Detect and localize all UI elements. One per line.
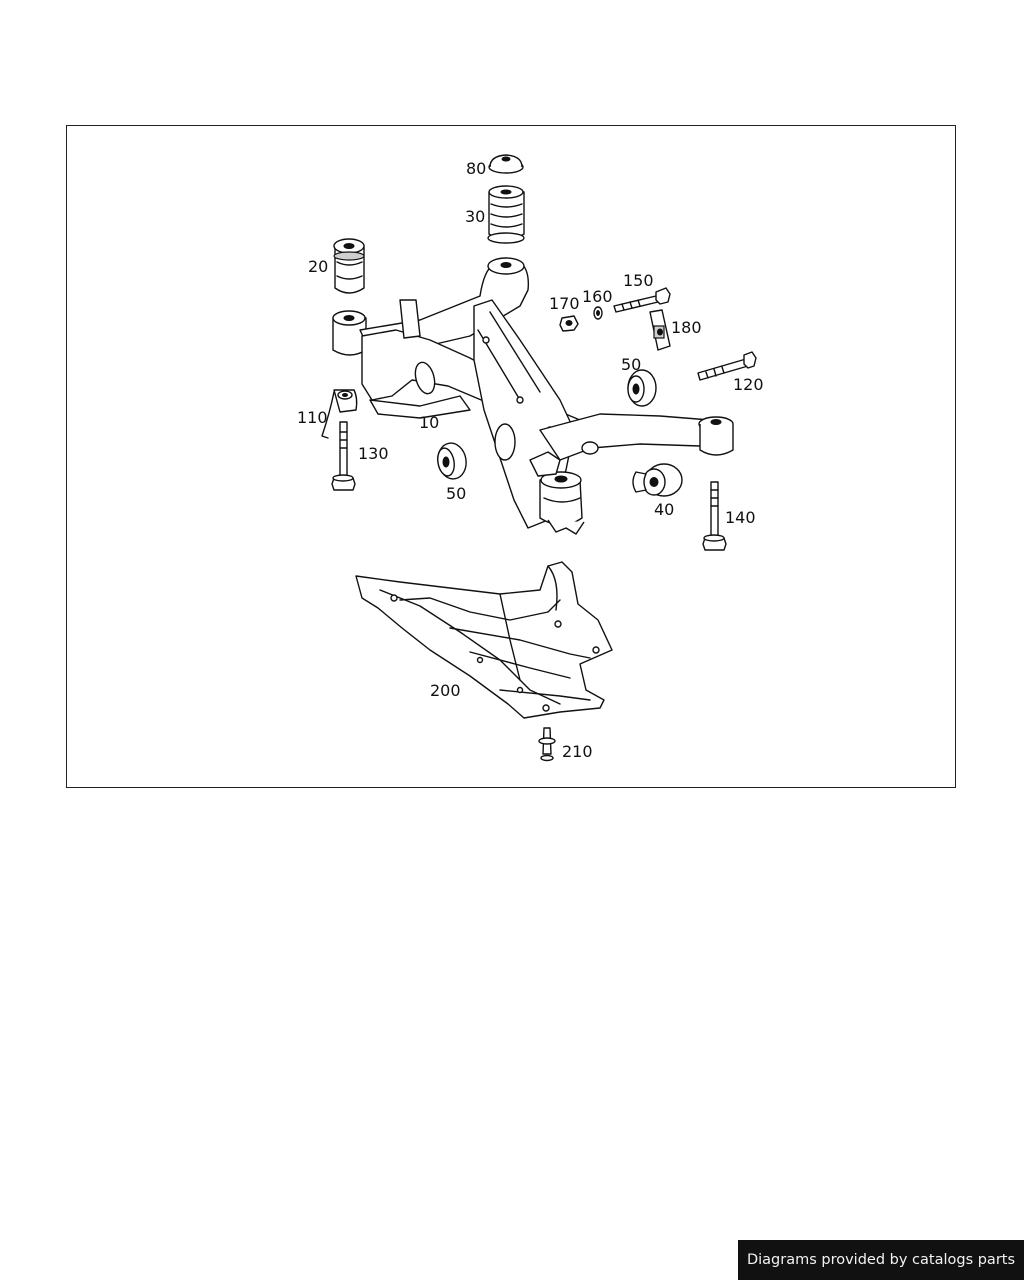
label-40: 40 (654, 500, 674, 519)
credit-text: Diagrams provided by catalogs parts (746, 1252, 1016, 1268)
part-120-bolt[interactable] (697, 351, 757, 381)
part-140-bolt[interactable] (702, 481, 727, 551)
part-80-washer[interactable] (488, 154, 524, 174)
part-50-bushing-right[interactable] (627, 369, 657, 407)
part-10-subframe[interactable] (332, 257, 734, 535)
label-20: 20 (308, 257, 328, 276)
label-50-left: 50 (446, 484, 466, 503)
credit-banner: Diagrams provided by catalogs parts (738, 1240, 1024, 1280)
label-130: 130 (358, 444, 389, 463)
label-10: 10 (419, 413, 439, 432)
label-160: 160 (582, 287, 613, 306)
part-110-bracket[interactable] (321, 389, 358, 439)
part-210-clip[interactable] (538, 727, 556, 762)
label-50-right: 50 (621, 355, 641, 374)
part-170-nut[interactable] (559, 315, 579, 332)
part-150-bolt[interactable] (613, 287, 671, 313)
part-30-bushing[interactable] (487, 185, 525, 244)
label-170: 170 (549, 294, 580, 313)
label-140: 140 (725, 508, 756, 527)
part-20-bushing[interactable] (333, 238, 365, 294)
part-160-washer[interactable] (593, 306, 603, 320)
label-210: 210 (562, 742, 593, 761)
label-30: 30 (465, 207, 485, 226)
part-40-bushing[interactable] (632, 463, 683, 497)
label-120: 120 (733, 375, 764, 394)
label-200: 200 (430, 681, 461, 700)
label-80: 80 (466, 159, 486, 178)
label-110: 110 (297, 408, 328, 427)
part-200-shield[interactable] (355, 561, 613, 719)
part-180-plate[interactable] (649, 309, 671, 351)
label-180: 180 (671, 318, 702, 337)
part-50-bushing-left[interactable] (435, 441, 469, 481)
part-130-bolt[interactable] (331, 421, 356, 491)
label-150: 150 (623, 271, 654, 290)
